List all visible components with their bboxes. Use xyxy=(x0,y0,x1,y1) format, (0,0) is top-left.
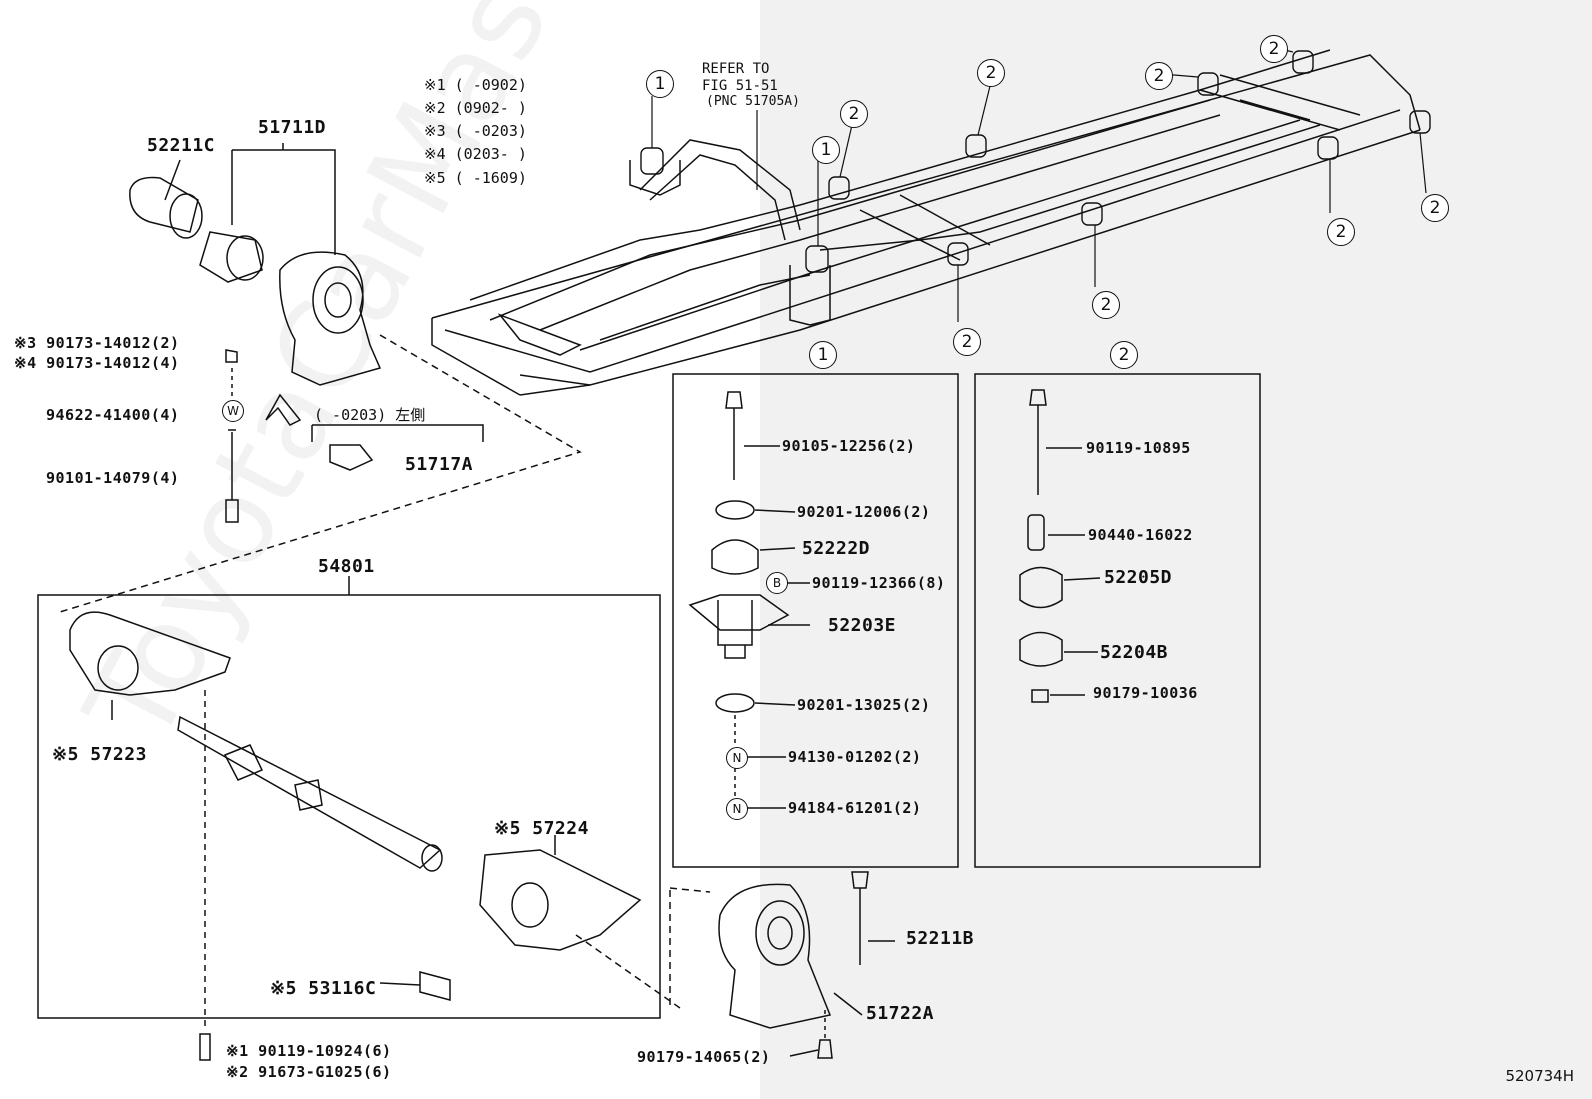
box-2-callout: 2 xyxy=(1110,341,1138,369)
callout-2-h: 2 xyxy=(1421,194,1449,222)
detail-box-1-drawing xyxy=(672,373,959,868)
part-90179-10036: 90179-10036 xyxy=(1093,684,1198,702)
bolt-b-mark: B xyxy=(766,572,788,594)
part-52205D: 52205D xyxy=(1104,567,1173,588)
crossmember-drawing xyxy=(37,576,711,1061)
frame-drawing xyxy=(431,49,1421,396)
part-90201-12006: 90201-12006(2) xyxy=(797,503,931,521)
callout-2-b: 2 xyxy=(977,59,1005,87)
detail-box-2-drawing xyxy=(974,373,1261,868)
callout-2-d: 2 xyxy=(1260,35,1288,63)
refer-line-1: REFER TO xyxy=(702,61,770,77)
part-57224: ※5 57224 xyxy=(494,818,589,839)
part-90173-4: ※4 90173-14012(4) xyxy=(14,354,180,372)
part-90101: 90101-14079(4) xyxy=(46,469,180,487)
refer-line-3: (PNC 51705A) xyxy=(706,94,800,109)
callout-2-f: 2 xyxy=(1092,291,1120,319)
part-90119-10924: ※1 90119-10924(6) xyxy=(226,1042,392,1060)
validity-note-5: ※5 ( -1609) xyxy=(424,169,527,187)
part-57223: ※5 57223 xyxy=(52,744,147,765)
part-91673: ※2 91673-G1025(6) xyxy=(226,1063,392,1081)
part-94622: 94622-41400(4) xyxy=(46,406,180,424)
part-90201-13025: 90201-13025(2) xyxy=(797,696,931,714)
part-51711D: 51711D xyxy=(258,117,327,138)
part-52204B: 52204B xyxy=(1100,642,1169,663)
callout-2-e: 2 xyxy=(953,328,981,356)
box-1-callout: 1 xyxy=(809,341,837,369)
part-52203E: 52203E xyxy=(828,615,897,636)
validity-note-2: ※2 (0902- ) xyxy=(424,99,527,117)
callout-2-a: 2 xyxy=(840,100,868,128)
callout-1-b: 1 xyxy=(812,136,840,164)
nut-n-mark-2: N xyxy=(726,798,748,820)
part-90119-10895: 90119-10895 xyxy=(1086,439,1191,457)
left-side-note: ( -0203) 左側 xyxy=(314,406,426,424)
nut-n-mark-1: N xyxy=(726,747,748,769)
callout-1-a: 1 xyxy=(646,70,674,98)
part-90105: 90105-12256(2) xyxy=(782,437,916,455)
part-90119-12366: 90119-12366(8) xyxy=(812,574,946,592)
part-54801: 54801 xyxy=(318,556,375,577)
callout-2-g: 2 xyxy=(1327,218,1355,246)
part-52211C: 52211C xyxy=(147,135,216,156)
refer-line-2: FIG 51-51 xyxy=(702,78,778,94)
diagram-code: 520734H xyxy=(1505,1067,1574,1085)
part-52211B: 52211B xyxy=(906,928,975,949)
bushing-assembly-drawing xyxy=(59,143,582,613)
frame-mounts xyxy=(640,50,1431,273)
validity-note-1: ※1 ( -0902) xyxy=(424,76,527,94)
validity-note-4: ※4 (0203- ) xyxy=(424,145,527,163)
lower-mount-drawing xyxy=(718,871,895,1059)
part-53116C: ※5 53116C xyxy=(270,978,377,999)
callout-2-c: 2 xyxy=(1145,62,1173,90)
validity-note-3: ※3 ( -0203) xyxy=(424,122,527,140)
part-52222D: 52222D xyxy=(802,538,871,559)
washer-w-mark: W xyxy=(222,400,244,422)
part-51722A: 51722A xyxy=(866,1003,935,1024)
part-94184: 94184-61201(2) xyxy=(788,799,922,817)
part-90173-3: ※3 90173-14012(2) xyxy=(14,334,180,352)
part-51717A: 51717A xyxy=(405,454,474,475)
part-94130: 94130-01202(2) xyxy=(788,748,922,766)
part-90179-14065: 90179-14065(2) xyxy=(637,1048,771,1066)
part-90440: 90440-16022 xyxy=(1088,526,1193,544)
